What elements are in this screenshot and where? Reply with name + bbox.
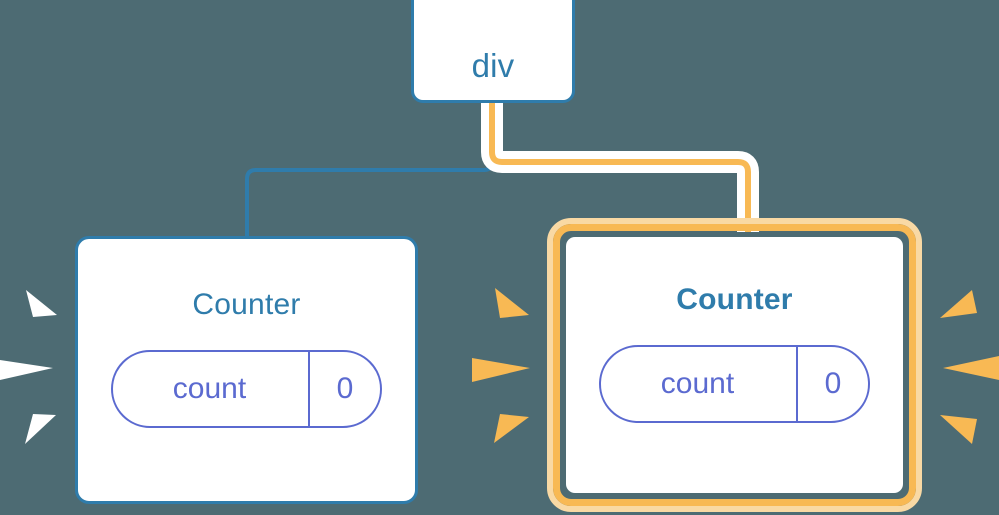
- sparkle-burst-middle: [472, 288, 530, 443]
- sparkle-burst-right: [940, 290, 999, 444]
- sparkle-ray: [0, 360, 53, 380]
- state-pill-counter-left: count 0: [111, 350, 382, 428]
- node-counter-right[interactable]: Counter count 0: [566, 237, 903, 493]
- sparkle-ray: [940, 415, 977, 444]
- sparkle-ray: [943, 356, 999, 380]
- sparkle-ray: [494, 414, 529, 443]
- state-key: count: [660, 367, 735, 400]
- sparkle-ray: [940, 290, 977, 318]
- state-key: count: [172, 372, 247, 405]
- node-counter-right-highlight-halo: Counter count 0: [547, 218, 922, 512]
- edge-halo-div-to-counter-right: [481, 102, 759, 232]
- node-div[interactable]: div: [411, 0, 575, 103]
- node-div-label: div: [471, 47, 515, 84]
- node-counter-right-highlight-ring: [553, 224, 916, 506]
- edge-div-to-counter-right: [489, 102, 751, 232]
- edge-div-to-counter-left: [245, 102, 494, 236]
- sparkle-ray: [26, 290, 57, 317]
- state-value: 0: [308, 352, 380, 426]
- node-counter-right-label: Counter: [676, 283, 793, 316]
- state-value: 0: [796, 347, 868, 421]
- node-counter-left-label: Counter: [192, 288, 301, 321]
- node-counter-left[interactable]: Counter count 0: [75, 236, 418, 504]
- sparkle-ray: [495, 288, 529, 318]
- sparkle-ray: [472, 358, 530, 382]
- sparkle-ray: [25, 414, 56, 444]
- sparkle-burst-left: [0, 290, 57, 444]
- state-pill-counter-right: count 0: [599, 345, 870, 423]
